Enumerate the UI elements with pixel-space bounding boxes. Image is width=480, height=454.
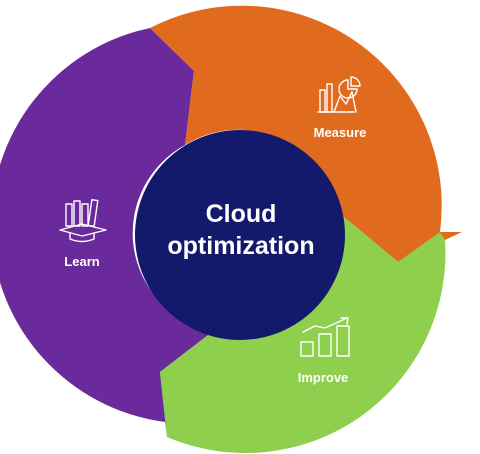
books-icon — [59, 199, 107, 243]
center-circle — [135, 130, 345, 340]
improve-label: Improve — [298, 370, 349, 385]
center-title-line2: optimization — [167, 232, 314, 260]
measure-label: Measure — [314, 125, 367, 140]
measure-segment — [150, 5, 462, 263]
chart-icon — [317, 76, 361, 113]
learn-segment — [0, 28, 212, 437]
center-title-line1: Cloud — [206, 200, 277, 228]
growth-bars-icon — [300, 317, 350, 357]
learn-label: Learn — [64, 254, 99, 269]
